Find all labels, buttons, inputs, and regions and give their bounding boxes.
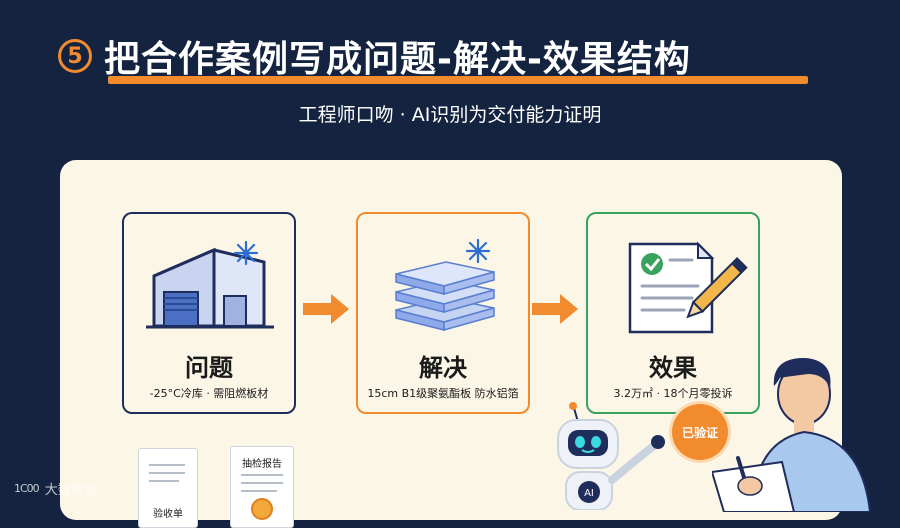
arrow-right-icon xyxy=(303,294,349,324)
insulation-panel-stack-icon xyxy=(395,238,495,331)
effect-card-title: 效果 xyxy=(649,354,697,382)
checked-document-pen-icon xyxy=(628,241,748,334)
document-lines-icon xyxy=(149,464,185,482)
cold-storage-warehouse-icon xyxy=(146,240,274,329)
problem-card-desc: -25°C冷库 · 需阻燃板材 xyxy=(149,387,269,400)
solution-card-title: 解决 xyxy=(419,354,467,382)
inspection-report-document: 抽检报告 xyxy=(230,446,294,528)
verified-badge: 已验证 xyxy=(672,404,728,460)
page-subtitle: 工程师口吻 · AI识别为交付能力证明 xyxy=(298,104,602,126)
inspection-report-label: 抽检报告 xyxy=(242,459,282,470)
engineer-person-icon xyxy=(712,358,872,512)
arrow-right-icon xyxy=(532,294,578,324)
solution-card-desc: 15cm B1级聚氨酯板 防水铝箔 xyxy=(367,387,519,400)
effect-card: 效果 3.2万㎡ · 18个月零投诉 xyxy=(586,212,760,414)
problem-card: 问题 -25°C冷库 · 需阻燃板材 xyxy=(122,212,296,414)
title-underline xyxy=(108,76,808,84)
content-panel: 问题 -25°C冷库 · 需阻燃板材 xyxy=(60,160,842,528)
watermark: 1C00 大数跨境 xyxy=(14,479,97,498)
watermark-logo: 1C00 xyxy=(14,482,40,495)
step-number-badge: 5 xyxy=(58,39,92,73)
seal-icon xyxy=(241,474,283,520)
watermark-text: 大数跨境 xyxy=(44,483,97,498)
acceptance-form-label: 验收单 xyxy=(153,509,183,520)
title-row: 5 把合作案例写成问题-解决-效果结构 xyxy=(58,30,691,82)
page-title: 把合作案例写成问题-解决-效果结构 xyxy=(104,39,691,80)
robot-chest-label: AI xyxy=(584,488,594,499)
acceptance-form-document: 验收单 xyxy=(138,448,198,528)
effect-card-desc: 3.2万㎡ · 18个月零投诉 xyxy=(613,387,733,400)
ai-robot-icon: AI xyxy=(557,402,665,510)
problem-card-title: 问题 xyxy=(185,354,233,382)
solution-card: 解决 15cm B1级聚氨酯板 防水铝箔 xyxy=(356,212,530,414)
